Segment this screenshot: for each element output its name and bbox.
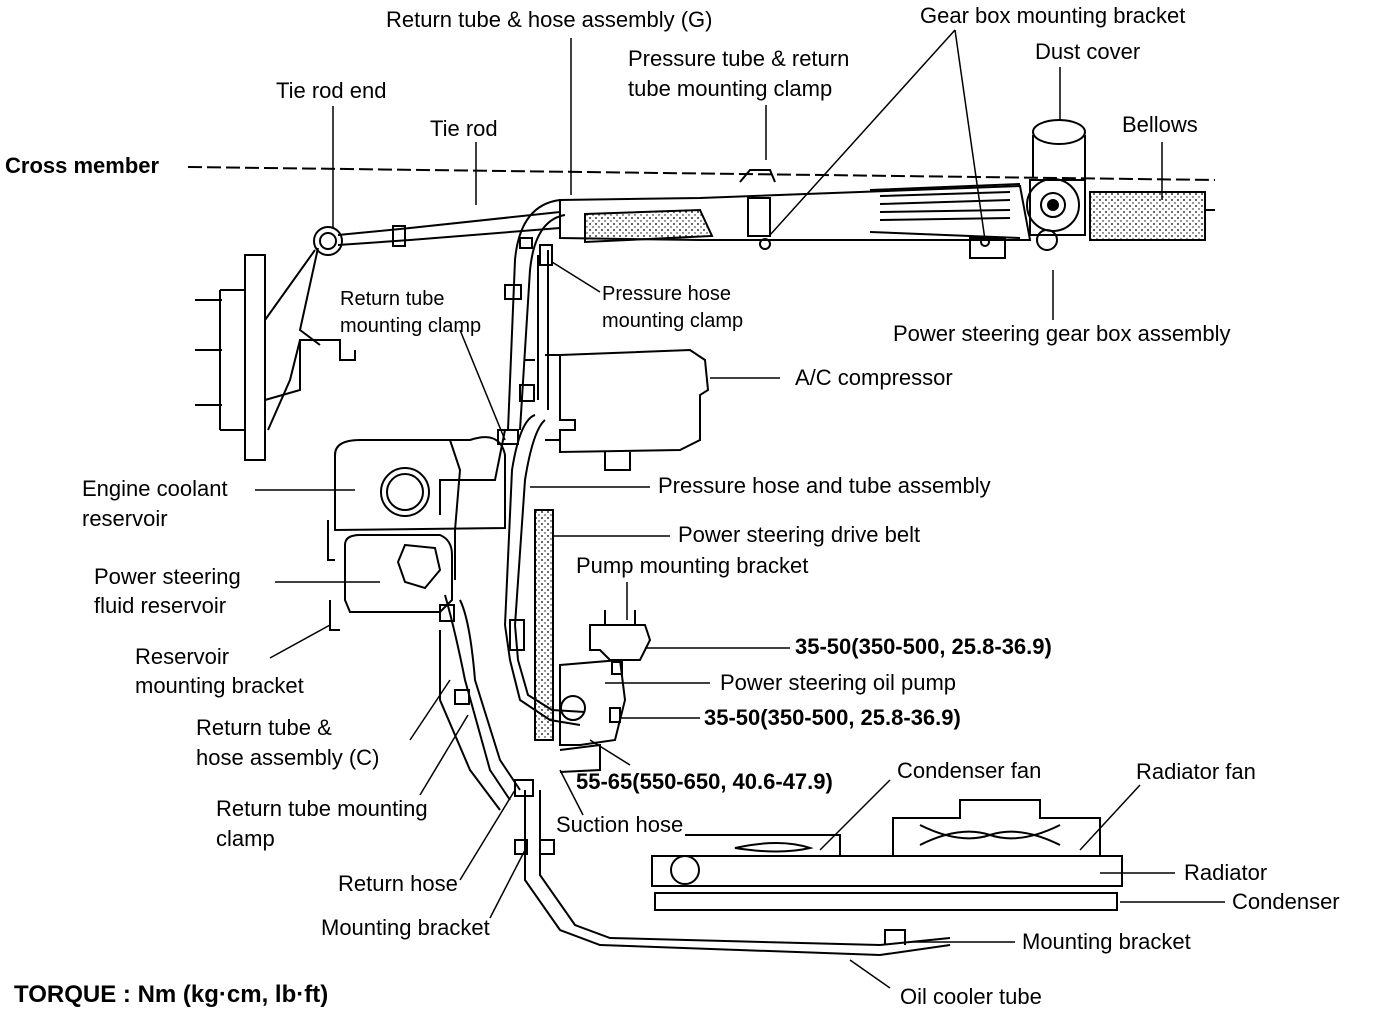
label-return-tube-g: Return tube & hose assembly (G) [386, 7, 713, 32]
label-pump-bracket: Pump mounting bracket [576, 553, 809, 578]
label-reservoir-bracket-1: Reservoir [135, 644, 230, 669]
label-oil-cooler-tube: Oil cooler tube [900, 984, 1042, 1009]
oil-pump [559, 610, 652, 773]
steering-rack [559, 169, 1215, 259]
radiator-assembly [651, 799, 1123, 911]
label-return-tube-clamp-2: mounting clamp [340, 315, 482, 337]
tie-rod [313, 211, 561, 256]
label-fluid-reservoir-2: fluid reservoir [94, 593, 227, 618]
label-torque-1: 35-50(350-500, 25.8-36.9) [795, 634, 1052, 659]
fluid-reservoir [329, 534, 453, 631]
label-gear-box-bracket: Gear box mounting bracket [920, 3, 1186, 28]
label-torque-units: TORQUE : Nm (kg·cm, lb·ft) [14, 981, 329, 1008]
label-condenser: Condenser [1232, 889, 1340, 914]
label-condenser-fan: Condenser fan [897, 758, 1042, 783]
label-return-tube-c-1: Return tube & [196, 715, 332, 740]
label-pressure-clamp-1: Pressure tube & return [628, 46, 850, 71]
leader-lines [255, 29, 1225, 989]
label-oil-pump: Power steering oil pump [720, 670, 957, 695]
knuckle-hub [195, 247, 356, 461]
label-pressure-clamp-2: tube mounting clamp [628, 76, 833, 101]
label-radiator-fan: Radiator fan [1136, 759, 1256, 784]
label-drive-belt: Power steering drive belt [678, 522, 921, 547]
ac-compressor [545, 348, 710, 471]
engine-coolant-reservoir [327, 436, 506, 561]
label-return-clamp-1: Return tube mounting [216, 796, 428, 821]
label-return-tube-clamp-1: Return tube [340, 288, 445, 310]
label-return-tube-c-2: hose assembly (C) [196, 745, 380, 770]
label-gear-box-assembly: Power steering gear box assembly [893, 321, 1231, 346]
cross-member-line [187, 166, 1216, 181]
label-mounting-bracket-left: Mounting bracket [321, 915, 490, 940]
label-radiator: Radiator [1184, 860, 1268, 885]
label-fluid-reservoir-1: Power steering [94, 564, 241, 589]
label-pressure-hose-clamp-1: Pressure hose [602, 283, 731, 305]
label-bellows: Bellows [1122, 112, 1198, 137]
gear-box [1026, 119, 1086, 251]
label-return-hose: Return hose [338, 871, 458, 896]
label-pressure-hose-clamp-2: mounting clamp [602, 310, 744, 332]
label-dust-cover: Dust cover [1035, 39, 1141, 64]
label-coolant-reservoir-1: Engine coolant [82, 476, 228, 501]
label-pressure-hose-tube: Pressure hose and tube assembly [658, 473, 991, 498]
label-cross-member: Cross member [5, 153, 160, 178]
label-coolant-reservoir-2: reservoir [82, 506, 168, 531]
label-torque-2: 35-50(350-500, 25.8-36.9) [704, 705, 961, 730]
oil-cooler-tube [514, 790, 951, 957]
label-ac-compressor: A/C compressor [795, 365, 953, 390]
label-suction-hose: Suction hose [556, 812, 684, 837]
label-torque-3: 55-65(550-650, 40.6-47.9) [576, 769, 833, 794]
label-return-clamp-2: clamp [216, 826, 275, 851]
label-reservoir-bracket-2: mounting bracket [135, 673, 304, 698]
hose-network [439, 199, 586, 811]
drive-belt [534, 509, 554, 741]
label-mounting-bracket-right: Mounting bracket [1022, 929, 1191, 954]
label-tie-rod-end: Tie rod end [276, 78, 387, 103]
label-tie-rod: Tie rod [430, 116, 498, 141]
